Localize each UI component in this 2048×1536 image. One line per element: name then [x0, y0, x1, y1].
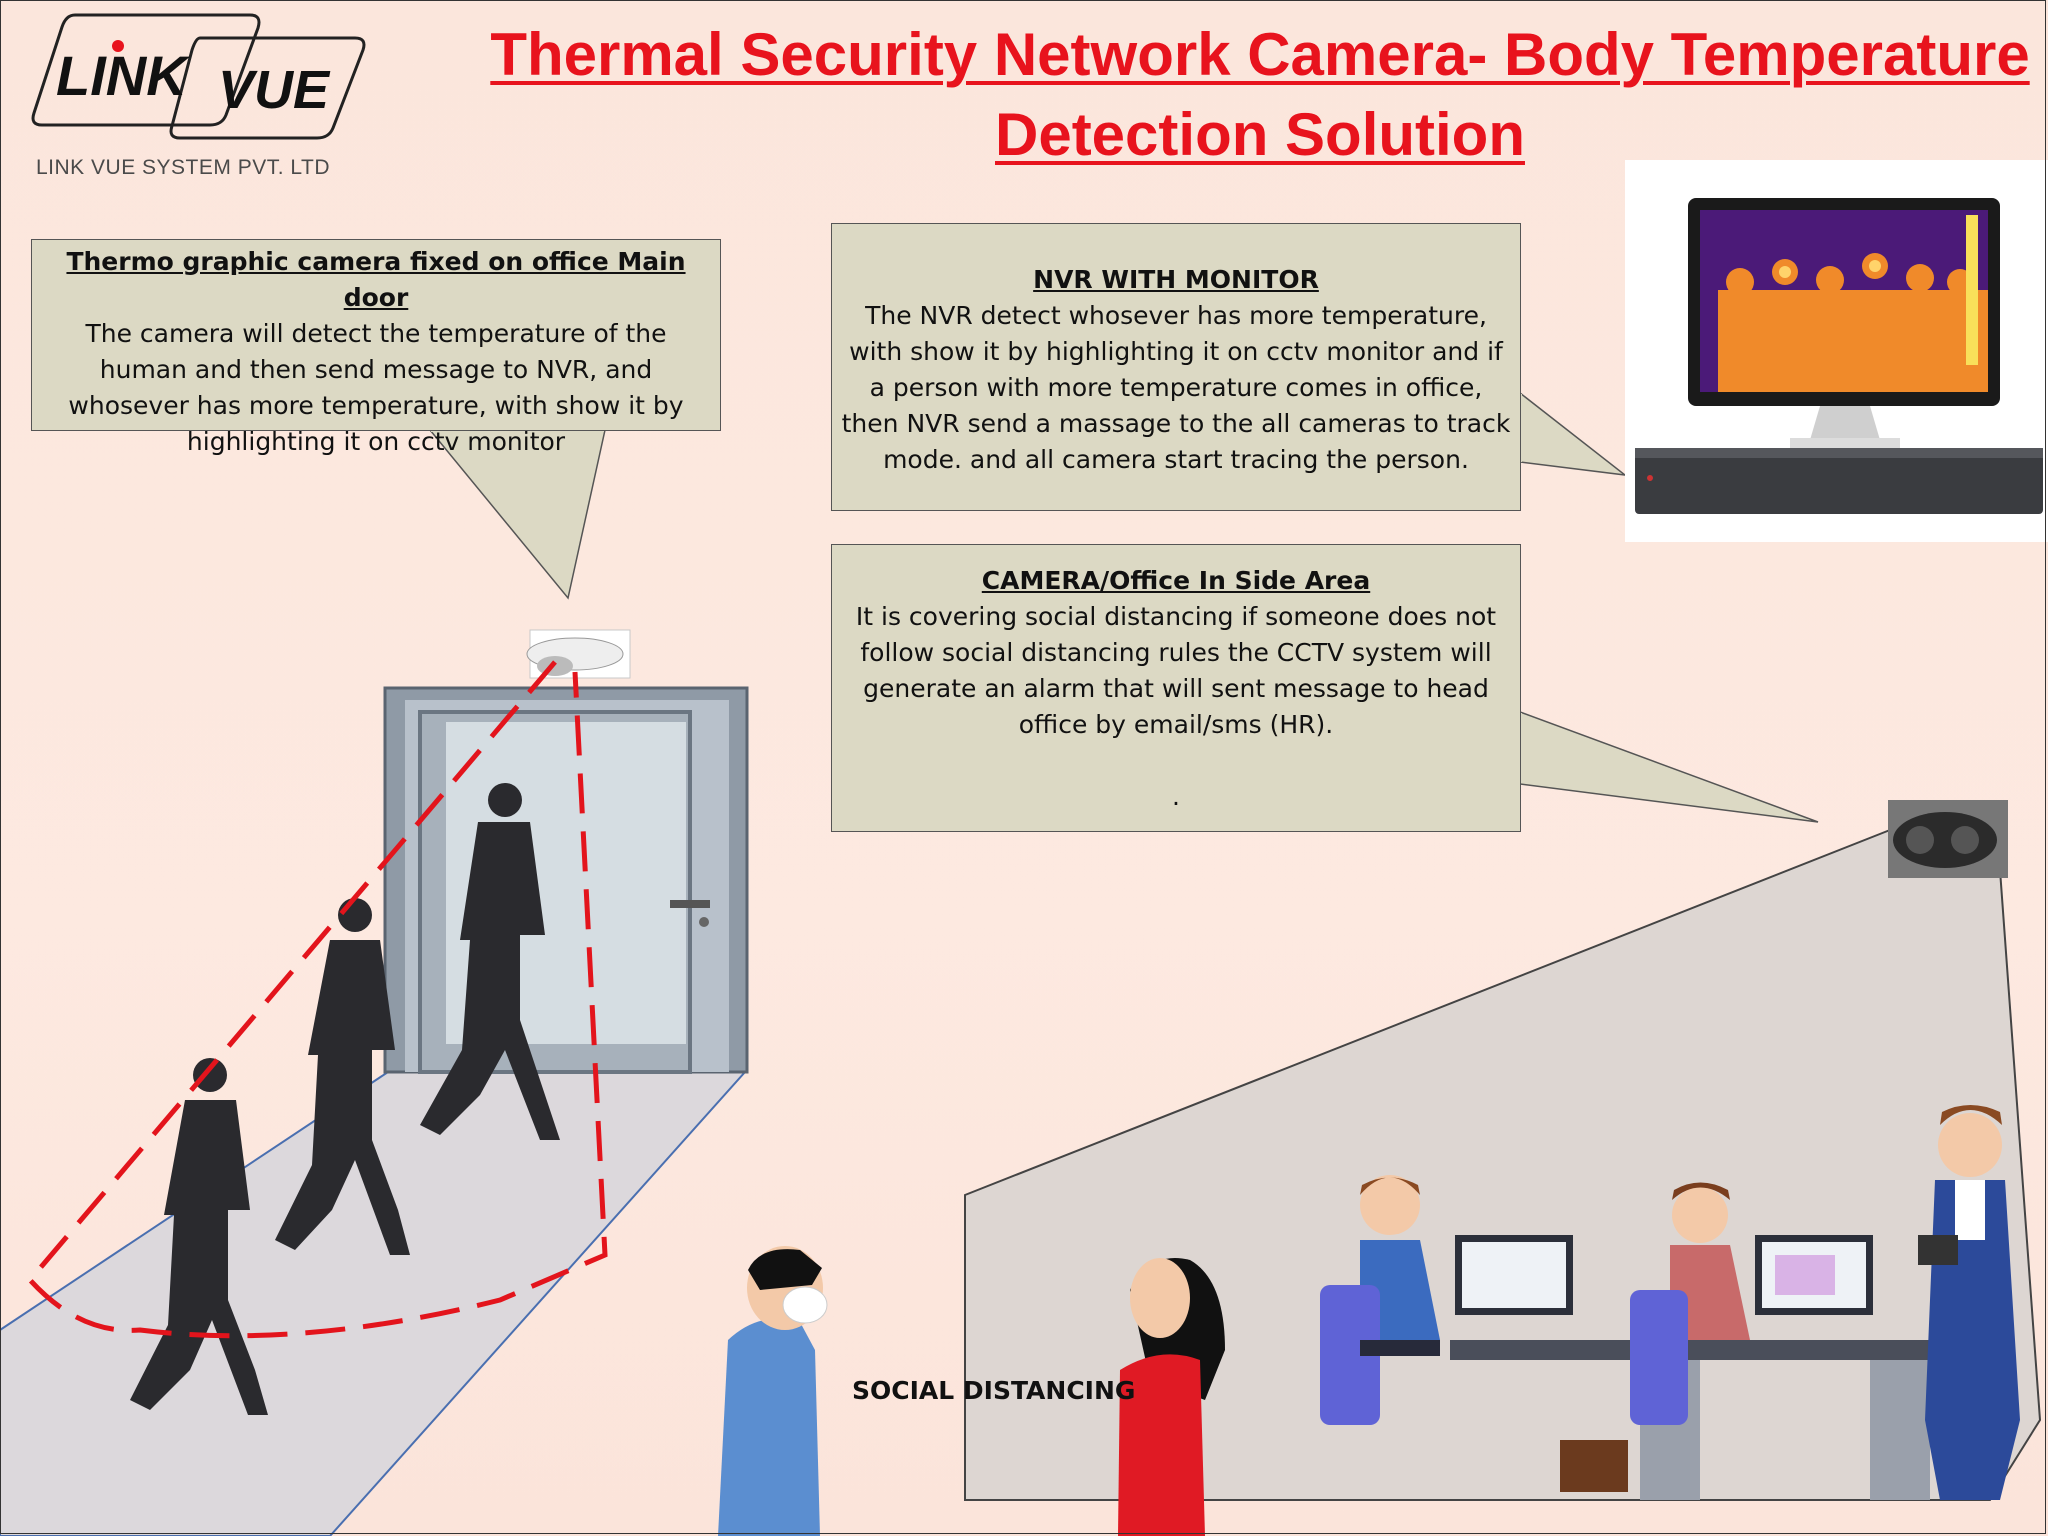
- callout-nvr-line-1: The NVR detect whosever has more tempera…: [865, 301, 1487, 330]
- callout-office-line-6: .: [1172, 782, 1180, 811]
- callout-office-line-1: It is covering social distancing if some…: [855, 602, 1497, 631]
- man-with-mask: [718, 1246, 828, 1536]
- callout-office-camera: CAMERA/Office In Side Area It is coverin…: [831, 544, 1521, 832]
- detection-zone-line: [26, 660, 608, 1339]
- office-camera-icon: [1888, 800, 2008, 878]
- callout-door-line-3: whosever has more temperature, with show…: [68, 391, 684, 420]
- callout-door-line-1: The camera will detect the temperature o…: [85, 319, 667, 348]
- callout-door-line-4: highlighting it on cctv monitor: [186, 427, 566, 456]
- callout-office-line-5: [832, 743, 1520, 779]
- callout-nvr-line-5: mode. and all camera start tracing the p…: [883, 445, 1469, 474]
- logo-word-link: LINK: [56, 44, 190, 107]
- callout-door-line-2: human and then send message to NVR, and: [99, 355, 653, 384]
- walking-person-1: [420, 783, 560, 1140]
- walking-person-3: [130, 1058, 268, 1415]
- callout-office-heading: CAMERA/Office In Side Area: [981, 566, 1371, 595]
- social-distancing-label: SOCIAL DISTANCING: [852, 1376, 1136, 1405]
- callout-nvr-heading: NVR WITH MONITOR: [1033, 265, 1319, 294]
- callout-door-heading: Thermo graphic camera fixed on office Ma…: [66, 247, 686, 312]
- page-title-line-1: Thermal Security Network Camera- Body Te…: [490, 21, 2030, 88]
- nvr-monitor-image: [1625, 160, 2048, 542]
- callout-office-line-4: office by email/sms (HR).: [1018, 710, 1334, 739]
- callout-nvr-monitor: NVR WITH MONITOR The NVR detect whosever…: [831, 223, 1521, 511]
- callout-office-line-3: generate an alarm that will sent message…: [863, 674, 1489, 703]
- link-vue-logo: LINK VUE: [31, 13, 366, 140]
- callout-nvr-line-3: a person with more temperature comes in …: [869, 373, 1483, 402]
- callout-door-camera: Thermo graphic camera fixed on office Ma…: [31, 239, 721, 456]
- page-title-line-2: Detection Solution: [995, 101, 1525, 168]
- callout-office-line-2: follow social distancing rules the CCTV …: [860, 638, 1492, 667]
- logo-word-vue: VUE: [218, 60, 331, 120]
- woman: [1118, 1258, 1225, 1536]
- callout-nvr-line-4: then NVR send a massage to the all camer…: [841, 409, 1511, 438]
- office-workers: [1320, 1105, 2020, 1500]
- callout-nvr-line-2: with show it by highlighting it on cctv …: [849, 337, 1503, 366]
- logo-subtitle: LINK VUE SYSTEM PVT. LTD: [36, 156, 331, 179]
